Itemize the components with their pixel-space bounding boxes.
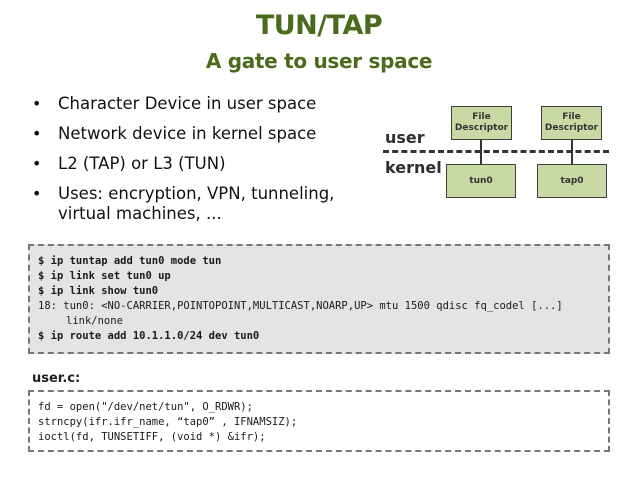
bullet-item: • L2 (TAP) or L3 (TUN) [30, 154, 360, 174]
bullet-text: Network device in kernel space [58, 124, 317, 143]
bullet-list: • Character Device in user space • Network… [30, 94, 360, 234]
bullet-dot-icon: • [32, 154, 42, 173]
connector-line [571, 140, 573, 164]
bullet-text: Character Device in user space [58, 94, 317, 113]
shell-line: $ ip link show tun0 [38, 285, 159, 297]
user-space-label: user [385, 128, 425, 147]
shell-output-line: link/none [66, 315, 123, 327]
slide-title: TUN/TAP [255, 10, 383, 41]
source-line: ioctl(fd, TUNSETIFF, (void *) &ifr); [38, 431, 266, 443]
shell-line: $ ip link set tun0 up [38, 270, 171, 282]
user-kernel-divider [383, 150, 609, 153]
c-source-block: fd = open("/dev/net/tun", O_RDWR); strnc… [28, 390, 610, 452]
tap0-interface-box: tap0 [537, 164, 607, 198]
connector-line [480, 140, 482, 164]
source-filename-label: user.c: [32, 371, 81, 386]
source-line: strncpy(ifr.ifr_name, “tap0” , IFNAMSIZ)… [38, 416, 298, 428]
bullet-dot-icon: • [32, 94, 42, 113]
bullet-item: • Uses: encryption, VPN, tunneling, virtu… [30, 184, 360, 224]
file-descriptor-box-2: File Descriptor [541, 106, 602, 140]
bullet-text: L2 (TAP) or L3 (TUN) [58, 154, 226, 173]
source-line: fd = open("/dev/net/tun", O_RDWR); [38, 401, 253, 413]
shell-output-line: 18: tun0: <NO-CARRIER,POINTOPOINT,MULTIC… [38, 300, 563, 312]
shell-line: $ ip tuntap add tun0 mode tun [38, 255, 222, 267]
bullet-item: • Network device in kernel space [30, 124, 360, 144]
file-descriptor-box-1: File Descriptor [451, 106, 512, 140]
shell-commands-block: $ ip tuntap add tun0 mode tun $ ip link … [28, 244, 610, 354]
bullet-dot-icon: • [32, 184, 42, 203]
bullet-text: Uses: encryption, VPN, tunneling, virtua… [58, 184, 335, 223]
tun0-interface-box: tun0 [446, 164, 516, 198]
shell-line: $ ip route add 10.1.1.0/24 dev tun0 [38, 330, 260, 342]
bullet-item: • Character Device in user space [30, 94, 360, 114]
kernel-space-label: kernel [385, 158, 442, 177]
bullet-dot-icon: • [32, 124, 42, 143]
slide-subtitle: A gate to user space [205, 49, 433, 73]
